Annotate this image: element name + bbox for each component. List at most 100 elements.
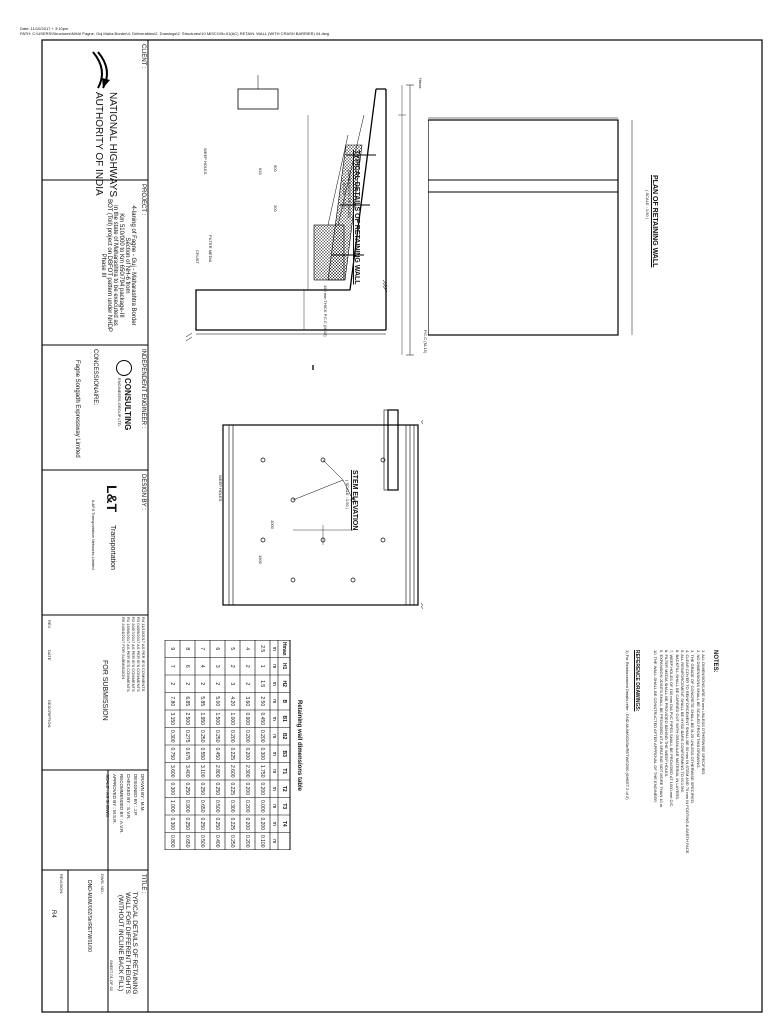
- weep-holes-label: WEEP HOLES: [203, 148, 208, 175]
- designed-by: DESIGNED BY : J.P.: [133, 774, 138, 816]
- table-cell: 0.250: [184, 782, 191, 795]
- recommended-by: RECOMMENDED BY : A.V.R.: [119, 774, 124, 834]
- pcc-label: P.C.C (M-15): [423, 330, 428, 354]
- revision-table: R4 11/10/2017 AS PER IE'S COMMENTS R3 04…: [121, 617, 146, 767]
- table-cell: 2: [199, 682, 206, 686]
- note-item: 7. WEEP HOLES OF 100 mm DIA PVC PIPES SH…: [669, 650, 675, 808]
- engineer-logo-sub: ENGINEERS GROUP LTD.: [117, 378, 122, 427]
- table-cell: 2: [244, 664, 251, 668]
- table-cell: 0.500: [199, 834, 206, 848]
- note-item: 9. EXPANSION JOINTS SHALL BE PROVIDED AT…: [658, 650, 664, 809]
- concessionaire-label: CONCESSIONAIRE:: [92, 349, 98, 406]
- scale: SCALE : AS SHOWN: [105, 774, 110, 817]
- table-cell: 2.600: [229, 764, 236, 778]
- desc-col-header: DESCRIPTION: [47, 700, 52, 728]
- table-cell: 4.20: [229, 696, 236, 707]
- table-cell: 1.5: [259, 680, 266, 688]
- elevation-scale: ( SCALE : 1:50 ): [345, 480, 350, 510]
- table-cell: 6.85: [184, 696, 191, 707]
- nhai-logo-icon: [92, 51, 110, 89]
- table-cell: H1: [281, 663, 287, 670]
- table-cell: m: [271, 839, 277, 844]
- table-cell: 0.200: [244, 817, 251, 830]
- plan-scale: ( SCALE : 1:50 ): [645, 190, 650, 220]
- table-cell: 4: [199, 664, 206, 668]
- table-cell: 2: [244, 682, 251, 686]
- table-cell: m: [271, 751, 277, 756]
- stem-elevation: [222, 420, 423, 610]
- table-cell: T3: [281, 803, 287, 810]
- table-cell: 1: [259, 664, 266, 668]
- note-item: 1. ALL DIMENSIONS ARE IN mm UNLESS OTHER…: [701, 650, 706, 776]
- path-line: PATH: C:\USERS\Structures\NHAI Pagne, Gu…: [20, 31, 329, 36]
- drawing-views: [383, 117, 633, 491]
- table-cell: 0.100: [259, 834, 266, 848]
- status-label: FOR SUBMISSION: [101, 660, 108, 721]
- designer-label: DESIGN BY :: [140, 474, 146, 510]
- project-line: Km 510/000 to Km 650/794 package-III: [118, 213, 124, 318]
- table-cell: 0.000: [259, 799, 266, 813]
- plan-title: PLAN OF RETAINING WALL: [651, 175, 658, 268]
- designer-logo-sub: Transportation: [109, 525, 116, 570]
- table-cell: 0.750: [169, 747, 176, 760]
- table-cell: 0.650: [184, 834, 191, 848]
- project-description: 4-laning of Fagne - Guj - Maharashtra Bo…: [100, 188, 136, 343]
- project-label: PROJECT :: [140, 184, 146, 216]
- note-item: 10. THE WALL SHALL BE CONSTRUCTED AFTER …: [653, 650, 659, 803]
- table-cell: B2: [281, 733, 287, 740]
- drawn-by: DRAWN BY : M.M.: [140, 774, 145, 812]
- dim-615: 615: [258, 168, 263, 175]
- table-cell: 0.200: [244, 834, 251, 848]
- notes-list: 1. ALL DIMENSIONS ARE IN mm UNLESS OTHER…: [653, 650, 706, 980]
- table-cell: 0.200: [259, 729, 266, 743]
- table-cell: 0.250: [214, 729, 221, 743]
- table-cell: 7: [169, 664, 176, 668]
- plan-view: [396, 117, 633, 346]
- table-cell: 3.60: [244, 696, 251, 707]
- project-line: BOT (Toll) project on DBFOT pattern unde…: [106, 199, 112, 332]
- table-cell: 0.800: [169, 834, 176, 848]
- table-cell: 5.85: [199, 696, 206, 707]
- table-cell: 3.600: [169, 764, 176, 778]
- project-line: 4-laning of Fagne - Guj - Maharashtra Bo…: [130, 205, 136, 326]
- table-cell: T1: [281, 768, 287, 775]
- engineer-label: INDEPENDENT ENGINEER :: [140, 349, 146, 429]
- table-cell: 3: [229, 682, 236, 686]
- reference-item: 1) For Reinforcement Details refer : DND…: [625, 650, 630, 800]
- table-cell: 2.50: [259, 696, 266, 707]
- table-cell: 2: [214, 682, 221, 686]
- elevation-title: STEM ELEVATION: [351, 470, 358, 531]
- table-cell: 0.200: [244, 747, 251, 760]
- table-cell: 1.500: [214, 712, 221, 725]
- title-line: (WITHOUT INCLINE BACK FILL): [117, 894, 124, 992]
- table-cell: 0.200: [229, 729, 236, 743]
- client-label: CLIENT :: [140, 44, 146, 69]
- title-line: WALL FOR DIFFERENT HEIGHTS: [124, 892, 131, 994]
- table-cell: B: [281, 699, 287, 704]
- table-cell: 0.500: [214, 799, 221, 813]
- table-cell: 0.250: [229, 834, 236, 848]
- engineer-logo-text: CONSULTING: [123, 378, 132, 431]
- table-cell: 0.900: [244, 712, 251, 725]
- pcc-note: 150 mm THICK P.C.C (M-15): [323, 285, 328, 337]
- table-cell: 1.950: [199, 712, 206, 725]
- section-view: [383, 409, 399, 491]
- table-cell: 2.300: [244, 764, 251, 778]
- section-scale: ( SCALE : 1:50 ): [342, 180, 347, 210]
- table-cell: 0.450: [214, 747, 221, 760]
- table-cell: 2: [184, 682, 191, 686]
- client-name-line2: AUTHORITY OF INDIA: [93, 92, 104, 196]
- revision-value: R4: [50, 910, 56, 918]
- table-cell: 0.550: [199, 747, 206, 760]
- note-item: 3. THE GRADE OF CONCRETE SHALL BE M-25 U…: [690, 650, 696, 804]
- weep-holes-label-elev: WEEP HOLES: [218, 475, 223, 502]
- revision-row: R1 15/06/2017 AS PER IE'S COMMENTS: [126, 617, 131, 692]
- table-cell: m: [271, 699, 277, 704]
- table-cell: m: [271, 716, 277, 721]
- drawing-title: TYPICAL DETAILS OF RETAINING WALL FOR DI…: [117, 876, 138, 1010]
- note-item: 8. FILTER MEDIA SHALL BE PROVIDED BEHIND…: [663, 650, 669, 778]
- table-cell: 0.200: [244, 782, 251, 795]
- table-cell: 0.200: [259, 817, 266, 830]
